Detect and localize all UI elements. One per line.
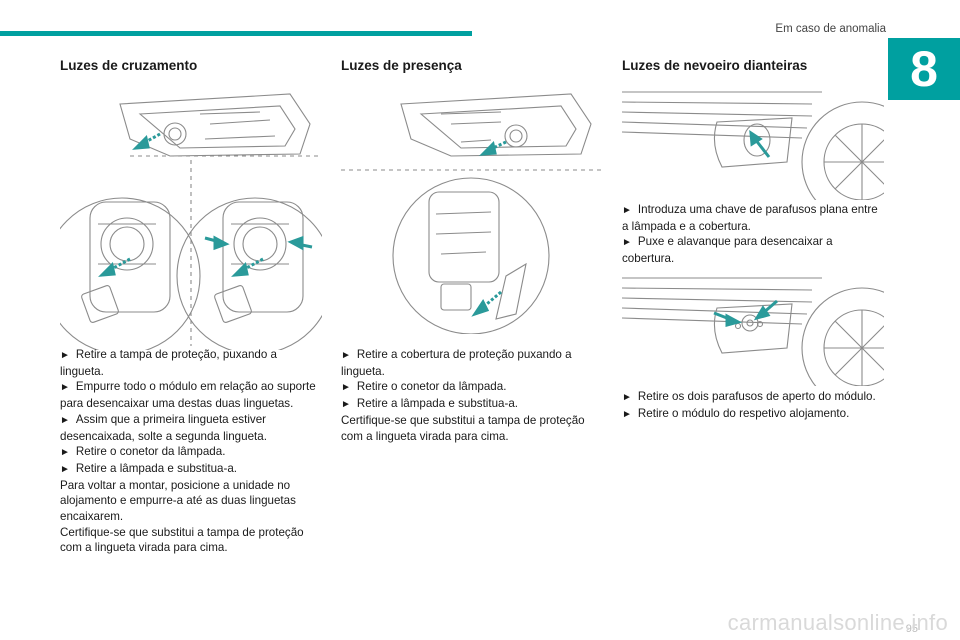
- low-beam-text: ►Retire a tampa de proteção, puxando a l…: [60, 347, 322, 556]
- bullet-arrow-icon: ►: [622, 205, 632, 216]
- low-beam-illustration: [60, 93, 322, 350]
- position-lights-text: ►Retire a cobertura de proteção puxando …: [341, 347, 601, 444]
- header-accent-bar: [0, 31, 472, 36]
- instruction-step: ►Retire o módulo do respetivo alojamento…: [622, 406, 850, 420]
- instruction-step: ►Assim que a primeira lingueta estiver d…: [60, 412, 267, 443]
- instruction-step: ►Retire o conetor da lâmpada.: [60, 445, 226, 459]
- bullet-arrow-icon: ►: [341, 350, 351, 361]
- bullet-arrow-icon: ►: [60, 350, 70, 361]
- header-title: Em caso de anomalia: [775, 23, 886, 35]
- paragraph: Certifique-se que substitui a tampa de p…: [341, 413, 585, 443]
- bullet-arrow-icon: ►: [341, 382, 351, 394]
- instruction-step: ►Retire a tampa de proteção, puxando a l…: [60, 348, 277, 378]
- bullet-arrow-icon: ►: [60, 382, 70, 394]
- fog-lights-text-a: ►Introduza uma chave de parafusos plana …: [622, 202, 884, 267]
- instruction-step: ►Retire a cobertura de proteção puxando …: [341, 348, 572, 378]
- position-lights-illustration: [341, 93, 601, 334]
- instruction-step: ►Retire a lâmpada e substitua-a.: [60, 461, 238, 475]
- bullet-arrow-icon: ►: [60, 463, 70, 475]
- paragraph: Para voltar a montar, posicione a unidad…: [60, 478, 296, 524]
- section-low-beam: Luzes de cruzamento: [60, 58, 322, 73]
- bullet-arrow-icon: ►: [622, 408, 632, 420]
- bullet-arrow-icon: ►: [60, 414, 70, 426]
- section-title: Luzes de cruzamento: [60, 58, 198, 73]
- paragraph: Certifique-se que substitui a tampa de p…: [60, 525, 304, 555]
- chapter-tab: 8: [888, 38, 960, 100]
- section-fog-lights: Luzes de nevoeiro dianteiras: [622, 58, 882, 73]
- bullet-arrow-icon: ►: [622, 237, 632, 249]
- instruction-step: ►Puxe e alavanque para desencaixar a cob…: [622, 235, 833, 266]
- bullet-arrow-icon: ►: [60, 447, 70, 459]
- bullet-arrow-icon: ►: [622, 392, 632, 403]
- instruction-step: ►Retire o conetor da lâmpada.: [341, 380, 507, 394]
- page-number: 95: [905, 623, 918, 635]
- instruction-step: ►Retire a lâmpada e substitua-a.: [341, 397, 519, 411]
- instruction-step: ►Empurre todo o módulo em relação ao sup…: [60, 380, 316, 411]
- fog-lights-text-b: ►Retire os dois parafusos de aperto do m…: [622, 389, 884, 422]
- bullet-arrow-icon: ►: [341, 399, 351, 411]
- section-title: Luzes de presença: [341, 58, 462, 73]
- watermark: carmanualsonline.info: [727, 610, 948, 635]
- instruction-step: ►Retire os dois parafusos de aperto do m…: [622, 390, 876, 403]
- fog-light-module-illustration: [622, 277, 884, 386]
- section-position-lights: Luzes de presença: [341, 58, 601, 73]
- fog-light-cover-illustration: [622, 91, 884, 200]
- instruction-step: ►Introduza uma chave de parafusos plana …: [622, 203, 878, 233]
- section-title: Luzes de nevoeiro dianteiras: [622, 58, 808, 73]
